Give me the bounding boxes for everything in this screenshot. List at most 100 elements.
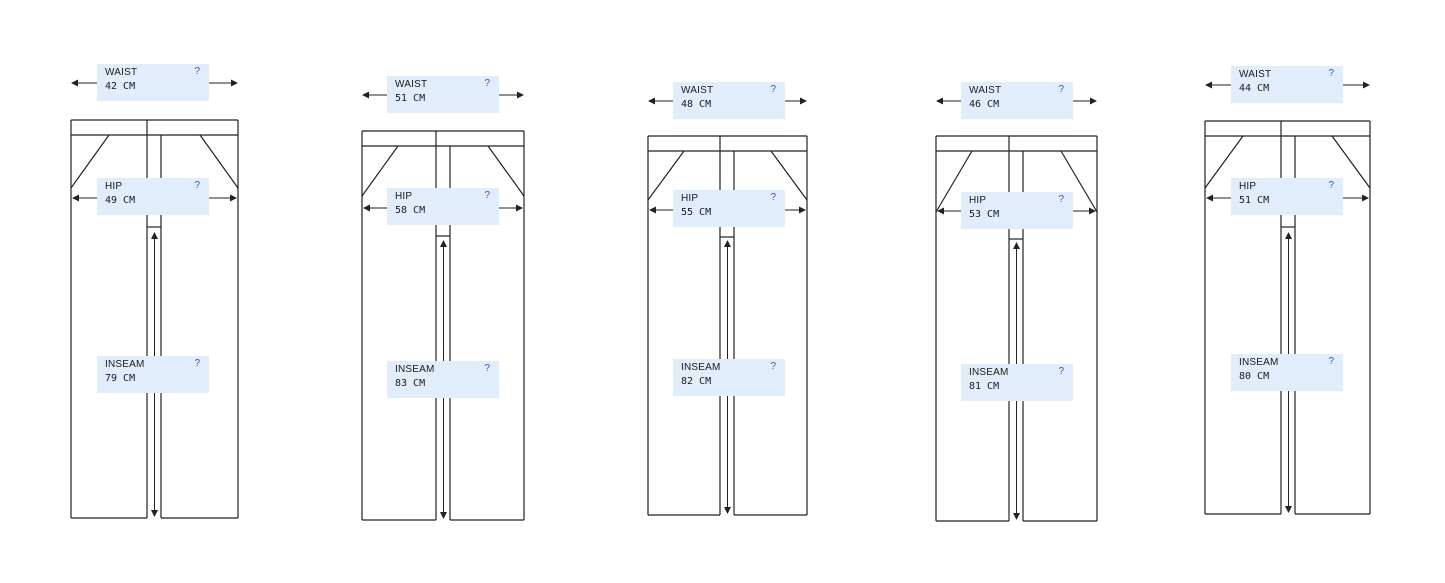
garment-4-left-pocket	[935, 150, 973, 213]
garment-3-left-pocket	[647, 150, 685, 201]
garment-5-waist-arrow-left	[1205, 81, 1212, 89]
garment-2-inseam-name: INSEAM	[395, 364, 435, 375]
garment-1-left-pocket	[70, 134, 110, 189]
garment-3-inseam-arrow-top	[724, 240, 731, 247]
garment-1-inseam-value: 79 CM	[105, 373, 136, 384]
garment-4-inseam-arrow-bottom	[1013, 513, 1020, 520]
garment-4-inseam-value: 81 CM	[969, 381, 1000, 392]
garment-3-hip-help-icon[interactable]: ?	[770, 192, 776, 203]
garment-4-hip-name: HIP	[969, 195, 987, 206]
garment-3-waist-value: 48 CM	[681, 99, 712, 110]
garment-1-hip-value: 49 CM	[105, 195, 136, 206]
garment-5-inseam-value: 80 CM	[1239, 371, 1270, 382]
garment-5-right-pocket	[1331, 135, 1371, 189]
garment-2-waist-name: WAIST	[395, 79, 428, 90]
garment-5-waist-label: WAIST 44 CM?	[1231, 66, 1343, 103]
garment-4-waist-name: WAIST	[969, 85, 1002, 96]
garment-5-waist-help-icon[interactable]: ?	[1328, 68, 1334, 79]
garment-5-waist-value: 44 CM	[1239, 83, 1270, 94]
garment-3-inseam-help-icon[interactable]: ?	[770, 361, 776, 372]
garment-5-inseam-arrow-bottom	[1285, 506, 1292, 513]
garment-1-waist-arrow-right	[231, 79, 238, 87]
garment-4-hip-arrow-right	[1089, 207, 1096, 215]
garment-4-hip-value: 53 CM	[969, 209, 1000, 220]
garment-3-waist-name: WAIST	[681, 85, 714, 96]
garment-1-waist-name: WAIST	[105, 67, 138, 78]
garment-4-waist-arrow-left	[936, 97, 943, 105]
garment-2-inseam-arrow-bottom	[440, 512, 447, 519]
garment-2-waist-arrow-right	[517, 91, 524, 99]
garment-5-waist-name: WAIST	[1239, 69, 1272, 80]
garment-4-hip-arrow-left	[937, 207, 944, 215]
garment-1-inseam-arrow-bottom	[151, 510, 158, 517]
garment-2-hip-arrow-left	[363, 204, 370, 212]
garment-2-inseam-label: INSEAM 83 CM?	[387, 361, 499, 398]
garment-2-hip-value: 58 CM	[395, 205, 426, 216]
garment-2-inseam-arrow-top	[440, 240, 447, 247]
garment-3-inseam-name: INSEAM	[681, 362, 721, 373]
garment-2-inseam-value: 83 CM	[395, 378, 426, 389]
garment-1-inseam-label: INSEAM 79 CM?	[97, 356, 209, 393]
garment-1-inseam-arrow-top	[151, 232, 158, 239]
garment-5-inseam-label: INSEAM 80 CM?	[1231, 354, 1343, 391]
garment-4-waist-arrow-right	[1090, 97, 1097, 105]
garment-5-left-pocket	[1204, 135, 1244, 189]
garment-2-waist-label: WAIST 51 CM?	[387, 76, 499, 113]
garment-1-waist-label: WAIST 42 CM?	[97, 64, 209, 101]
garment-2-hip-arrow-right	[516, 204, 523, 212]
garment-2-right-pocket	[487, 145, 525, 197]
garment-1-hip-label: HIP 49 CM?	[97, 178, 209, 215]
garment-5-inseam-help-icon[interactable]: ?	[1328, 356, 1334, 367]
garment-3-hip-value: 55 CM	[681, 207, 712, 218]
garment-1-inseam-name: INSEAM	[105, 359, 145, 370]
garment-3-hip-label: HIP 55 CM?	[673, 190, 785, 227]
garment-1-hip-arrow-right	[230, 194, 237, 202]
garment-3-right-pocket	[770, 150, 808, 201]
garment-1-waist-arrow-left	[71, 79, 78, 87]
garment-2-hip-label: HIP 58 CM?	[387, 188, 499, 225]
garment-5-hip-label: HIP 51 CM?	[1231, 178, 1343, 215]
garment-4-inseam-arrow-top	[1013, 242, 1020, 249]
garment-5-hip-arrow-right	[1362, 194, 1369, 202]
garment-1-right-pocket	[199, 134, 239, 189]
garment-4-inseam-name: INSEAM	[969, 367, 1009, 378]
garment-2-hip-help-icon[interactable]: ?	[484, 190, 490, 201]
garment-5-hip-value: 51 CM	[1239, 195, 1270, 206]
garment-5-hip-help-icon[interactable]: ?	[1328, 180, 1334, 191]
garment-1-waist-help-icon[interactable]: ?	[194, 66, 200, 77]
garment-1-hip-arrow-left	[72, 194, 79, 202]
garment-2-waist-arrow-left	[362, 91, 369, 99]
garment-2-hip-name: HIP	[395, 191, 413, 202]
garment-3-hip-arrow-left	[649, 206, 656, 214]
garment-4-hip-label: HIP 53 CM?	[961, 192, 1073, 229]
garment-4-waist-help-icon[interactable]: ?	[1058, 84, 1064, 95]
garment-4-inseam-help-icon[interactable]: ?	[1058, 366, 1064, 377]
garment-5-hip-arrow-left	[1206, 194, 1213, 202]
garment-3-hip-name: HIP	[681, 193, 699, 204]
garment-1-waist-value: 42 CM	[105, 81, 136, 92]
garment-4-right-pocket	[1060, 150, 1098, 213]
garment-5-waist-arrow-right	[1363, 81, 1370, 89]
garment-4-hip-help-icon[interactable]: ?	[1058, 194, 1064, 205]
garment-4-waist-label: WAIST 46 CM?	[961, 82, 1073, 119]
garment-5-hip-name: HIP	[1239, 181, 1257, 192]
garment-2-waist-value: 51 CM	[395, 93, 426, 104]
garment-1-inseam-help-icon[interactable]: ?	[194, 358, 200, 369]
garment-3-hip-arrow-right	[799, 206, 806, 214]
garment-3-waist-arrow-left	[648, 97, 655, 105]
garment-1-hip-name: HIP	[105, 181, 123, 192]
garment-3-waist-help-icon[interactable]: ?	[770, 84, 776, 95]
garment-5-inseam-arrow-top	[1285, 232, 1292, 239]
garment-3-waist-label: WAIST 48 CM?	[673, 82, 785, 119]
garment-3-inseam-arrow-bottom	[724, 507, 731, 514]
garment-4-waist-value: 46 CM	[969, 99, 1000, 110]
garment-3-inseam-label: INSEAM 82 CM?	[673, 359, 785, 396]
garment-5-inseam-name: INSEAM	[1239, 357, 1279, 368]
garment-3-inseam-value: 82 CM	[681, 376, 712, 387]
garment-4-inseam-label: INSEAM 81 CM?	[961, 364, 1073, 401]
garment-2-waist-help-icon[interactable]: ?	[484, 78, 490, 89]
garment-3-waist-arrow-right	[800, 97, 807, 105]
garment-2-inseam-help-icon[interactable]: ?	[484, 363, 490, 374]
garment-1-hip-help-icon[interactable]: ?	[194, 180, 200, 191]
